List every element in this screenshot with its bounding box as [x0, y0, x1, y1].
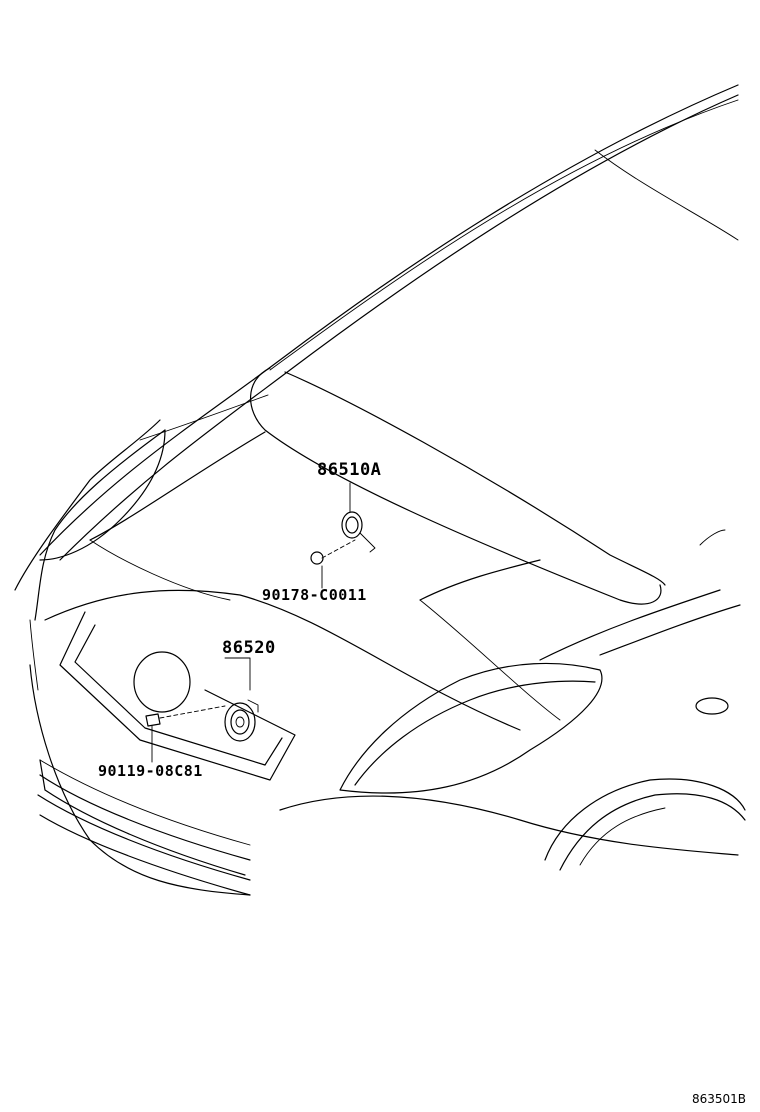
right-fender [539, 529, 741, 715]
wheel-arch [544, 778, 746, 871]
part-number-horn-bolt[interactable]: 90119-08C81 [98, 762, 203, 780]
left-fender [14, 394, 269, 621]
headlamp [339, 599, 603, 794]
part-number-horn-nut[interactable]: 90178-C0011 [262, 586, 367, 604]
part-number-horn-low[interactable]: 86520 [222, 638, 276, 658]
part-number-horn-high[interactable]: 86510A [317, 460, 382, 480]
hood-lines [89, 431, 541, 601]
horn-low-drawing [145, 657, 259, 763]
horn-high-drawing [310, 482, 376, 589]
windshield-outline [39, 84, 739, 561]
diagram-code: 863501B [691, 1092, 746, 1106]
front-bumper [29, 589, 739, 896]
upper-grille [59, 611, 296, 781]
hood-cowl [250, 367, 666, 605]
lower-grille [37, 759, 251, 896]
